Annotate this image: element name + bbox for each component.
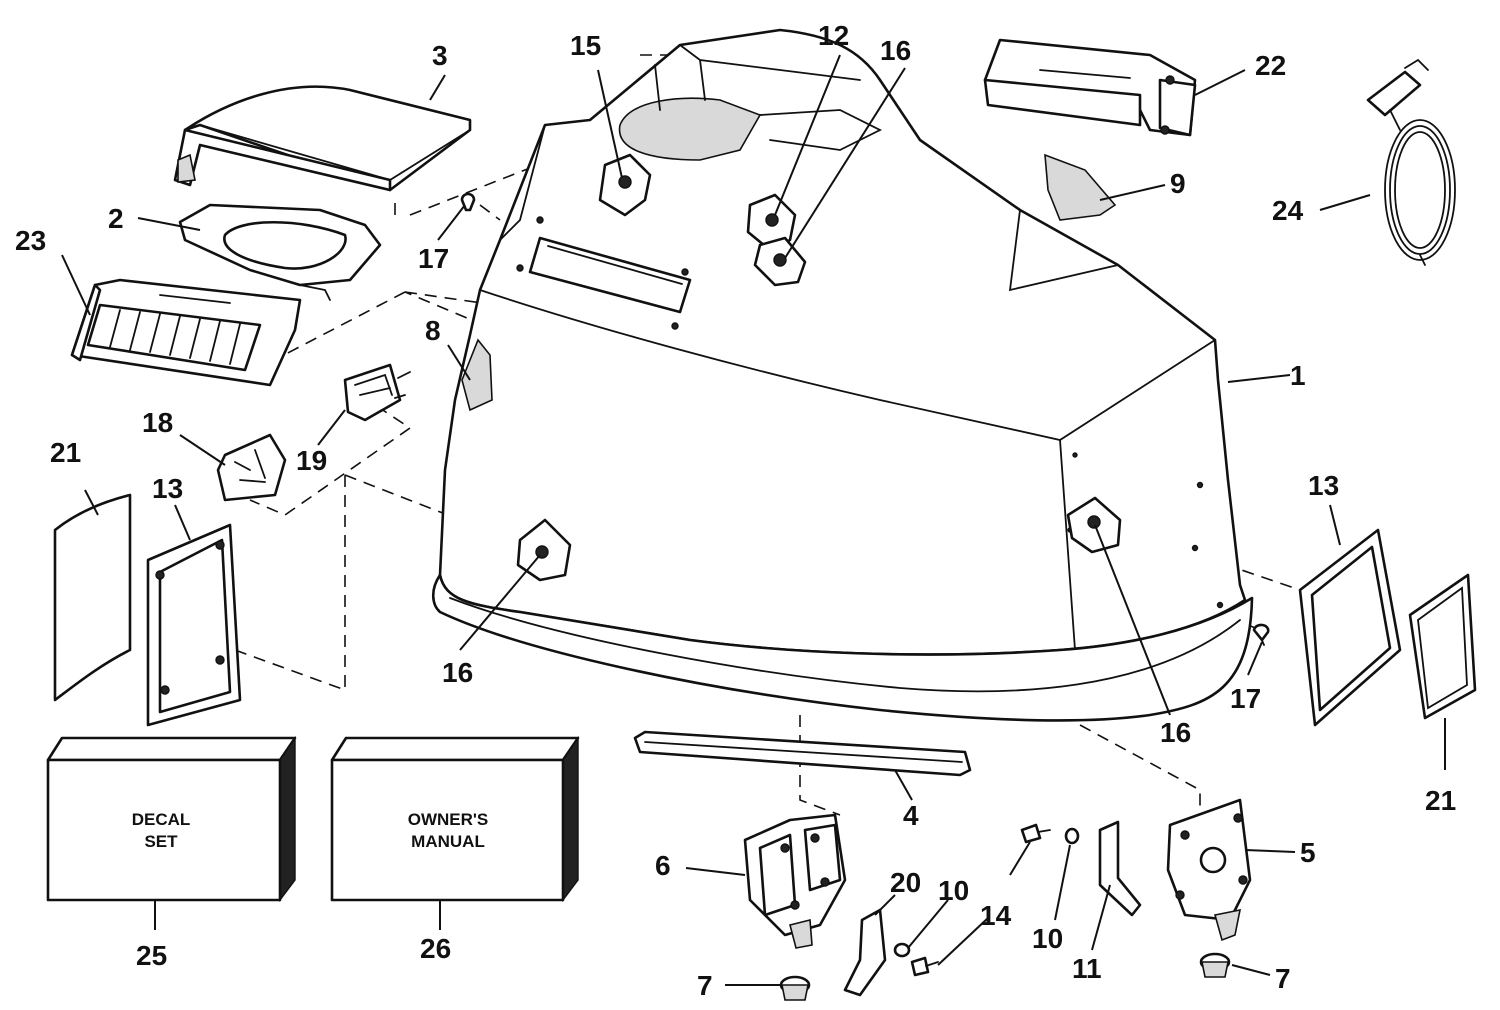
callout-9: 9	[1170, 168, 1186, 199]
callout-25: 25	[136, 940, 167, 971]
callout-11: 11	[1072, 953, 1102, 984]
callout-18: 18	[142, 407, 173, 438]
grommet-part-15	[598, 153, 652, 217]
callout-20: 20	[890, 867, 921, 898]
callout-14-lower: 14	[980, 900, 1012, 931]
callout-17-top: 17	[418, 243, 449, 274]
vent-cover-part-3	[173, 85, 472, 192]
decal-set-box: DECAL SET	[46, 735, 297, 903]
callout-2: 2	[108, 203, 124, 234]
washer-part-10-lower	[893, 942, 911, 958]
cable-part-24	[1366, 58, 1456, 266]
latch-bracket-part-6	[743, 813, 847, 949]
callout-6: 6	[655, 850, 671, 881]
grommet-part-12	[746, 193, 797, 252]
clip-part-11	[1098, 820, 1142, 917]
callout-16-left: 16	[442, 657, 473, 688]
screw-part-14-upper	[1020, 823, 1051, 844]
callout-17-right: 17	[1230, 683, 1261, 714]
grommet-part-7-right	[1199, 952, 1231, 978]
engine-cover-part-1	[431, 28, 1254, 722]
callout-10-right: 10	[1032, 923, 1063, 954]
callout-24: 24	[1272, 195, 1304, 226]
screw-part-14-lower	[910, 956, 939, 977]
callout-4: 4	[903, 800, 919, 831]
screw-part-17-right	[1252, 623, 1270, 646]
bracket-part-18	[216, 433, 287, 502]
callout-8: 8	[425, 315, 441, 346]
callout-7-right: 7	[1275, 963, 1291, 994]
callout-23: 23	[15, 225, 46, 256]
callout-21-right: 21	[1425, 785, 1456, 816]
decal-box-label-line2: SET	[144, 832, 178, 851]
callout-3: 3	[432, 40, 448, 71]
callout-numbers: 3 2 23 15 12 16 22 9 24 17 8 1 18 19 21 …	[15, 20, 1456, 1001]
callout-13-right: 13	[1308, 470, 1339, 501]
frame-part-13-right	[1298, 528, 1402, 727]
bracket-part-19	[343, 363, 411, 422]
callout-19: 19	[296, 445, 327, 476]
decal-part-21-right	[1408, 573, 1477, 720]
seal-part-4	[633, 730, 972, 777]
callout-5: 5	[1300, 837, 1316, 868]
clip-part-20	[843, 908, 887, 997]
grommet-part-16-top	[753, 236, 807, 287]
callout-16-right: 16	[1160, 717, 1191, 748]
latch-plate-part-5	[1166, 798, 1252, 942]
decal-box-label-line1: DECAL	[132, 810, 191, 829]
callout-12: 12	[818, 20, 849, 51]
callout-22: 22	[1255, 50, 1286, 81]
callout-7-left: 7	[697, 970, 713, 1001]
callout-26: 26	[420, 933, 451, 964]
manual-box-label-line2: MANUAL	[411, 832, 485, 851]
callout-1: 1	[1290, 360, 1306, 391]
manual-box-label-line1: OWNER'S	[408, 810, 489, 829]
grommet-part-16-right	[1066, 496, 1122, 554]
washer-part-10-upper	[1064, 827, 1080, 845]
callout-10-left: 10	[938, 875, 969, 906]
gasket-part-2	[178, 203, 382, 301]
leader-lines	[61, 54, 1446, 986]
vent-part-22	[983, 38, 1197, 137]
callout-13-left: 13	[152, 473, 183, 504]
vent-grille-part-23	[70, 278, 302, 387]
callout-16-top: 16	[880, 35, 911, 66]
frame-part-13-left	[146, 523, 242, 727]
callout-15: 15	[570, 30, 601, 61]
decal-sheet-part-21-left	[53, 493, 132, 702]
owners-manual-box: OWNER'S MANUAL	[330, 735, 580, 903]
callout-21-left: 21	[50, 437, 81, 468]
seal-strip-part-9	[1044, 153, 1117, 221]
grommet-part-7-left	[779, 975, 811, 1001]
